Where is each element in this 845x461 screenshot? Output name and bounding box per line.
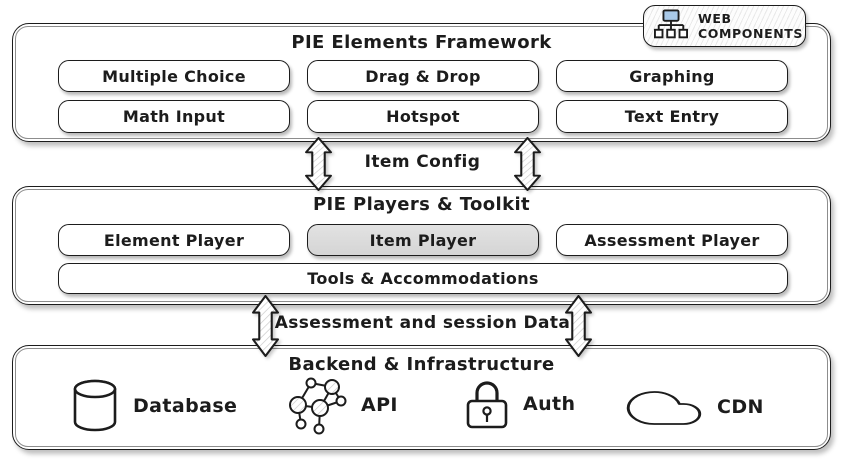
database-label: Database [133, 395, 238, 417]
cdn-label: CDN [717, 396, 764, 418]
players-toolkit-title: PIE Players & Toolkit [312, 194, 531, 215]
bidirectional-arrow-icon [565, 295, 592, 357]
player-box-assessment-player: Assessment Player [556, 224, 788, 256]
backend-infrastructure-title: Backend & Infrastructure [288, 354, 555, 375]
web-components-badge: WEB COMPONENTS [643, 5, 806, 47]
bidirectional-arrow-icon [305, 137, 332, 191]
item-config-label: Item Config [364, 152, 481, 172]
element-box-graphing: Graphing [556, 60, 788, 92]
session-data-label: Assessment and session Data [274, 313, 571, 333]
api-network-icon [287, 374, 347, 436]
backend-infrastructure-section: Backend & Infrastructure Database [12, 345, 831, 450]
api-label: API [361, 394, 398, 416]
tools-accommodations-box: Tools & Accommodations [58, 263, 788, 294]
cdn-cloud-icon [625, 386, 703, 428]
auth-lock-icon [465, 378, 509, 430]
element-box-math-input: Math Input [58, 100, 290, 133]
auth-label: Auth [523, 393, 576, 415]
bidirectional-arrow-icon [252, 295, 279, 357]
element-box-text-entry: Text Entry [556, 100, 788, 133]
infra-item-auth: Auth [465, 378, 575, 430]
infra-item-api: API [287, 374, 398, 436]
infra-item-cdn: CDN [625, 386, 764, 428]
players-toolkit-section: PIE Players & Toolkit Element Player Ite… [12, 186, 831, 305]
element-box-hotspot: Hotspot [307, 100, 539, 133]
element-box-drag-drop: Drag & Drop [307, 60, 539, 92]
database-icon [71, 378, 119, 434]
elements-framework-title: PIE Elements Framework [291, 32, 552, 53]
web-components-badge-label: WEB COMPONENTS [698, 11, 803, 41]
badge-line1: WEB [698, 11, 732, 26]
web-components-icon [652, 9, 690, 43]
bidirectional-arrow-icon [514, 137, 541, 191]
player-box-element-player: Element Player [58, 224, 290, 256]
element-box-multiple-choice: Multiple Choice [58, 60, 290, 92]
infra-item-database: Database [71, 378, 237, 434]
badge-line2: COMPONENTS [698, 26, 804, 41]
player-box-item-player: Item Player [307, 224, 539, 256]
